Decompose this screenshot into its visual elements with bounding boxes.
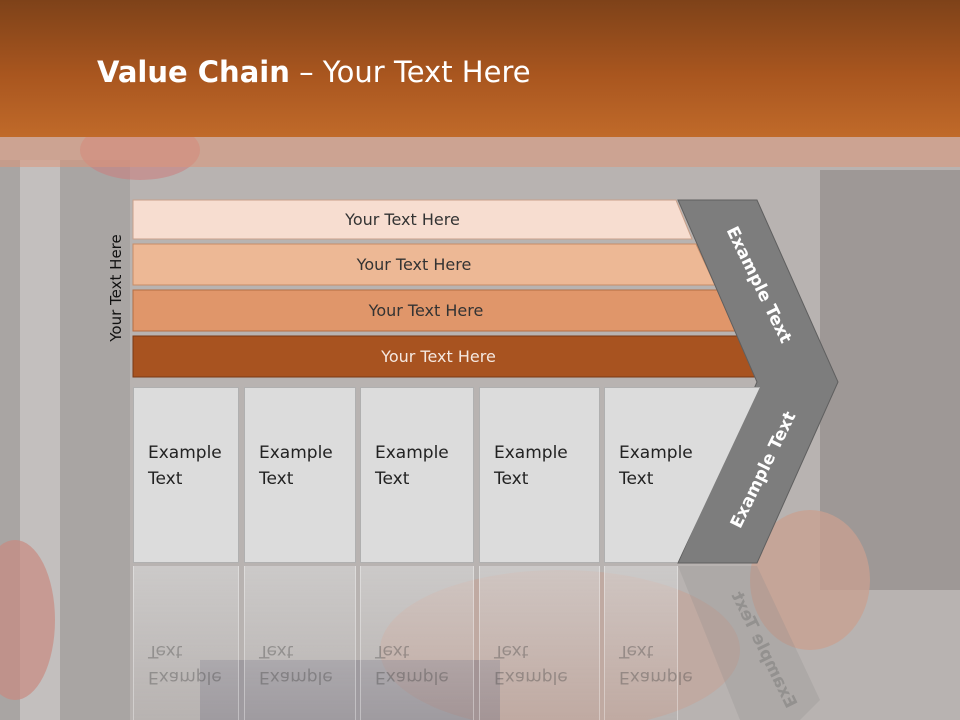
activity-box-4: Example Text [479, 387, 600, 563]
activity-box-3-text: Example Text [375, 443, 449, 489]
activity-box-2-reflection: Example Text [244, 566, 356, 720]
activity-box-5-text: Example Text [619, 443, 693, 489]
chevron-reflection [678, 566, 820, 720]
activity-box-3: Example Text [360, 387, 474, 563]
title-rest: – Your Text Here [289, 55, 531, 89]
bar-4-label: Your Text Here [381, 347, 496, 366]
activity-box-5-reflection-text: Example Text [619, 641, 693, 687]
bar-1-shape [132, 199, 693, 240]
bar-3: Your Text Here [133, 290, 739, 331]
activity-box-4-reflection: Example Text [479, 566, 600, 720]
activity-box-2-reflection-text: Example Text [259, 641, 333, 687]
activity-box-1-reflection-text: Example Text [148, 641, 222, 687]
header-accent-band [0, 137, 960, 167]
activity-box-4-text: Example Text [494, 443, 568, 489]
bar-3-label: Your Text Here [368, 301, 484, 320]
activity-box-5-reflection: Example Text [604, 566, 693, 720]
activity-box-3-reflection-text: Example Text [375, 641, 449, 687]
bar-2: Your Text Here [133, 244, 715, 285]
bar-2-label: Your Text Here [356, 255, 472, 274]
title-bold: Value Chain [97, 55, 290, 89]
bar-1-label: Your Text Here [345, 210, 460, 229]
activity-box-1-reflection: Example Text [133, 566, 239, 720]
activity-box-1: Example Text [133, 387, 239, 563]
slide-title: Value Chain – Your Text Here [97, 55, 531, 89]
bar-4: Your Text Here [133, 336, 764, 377]
header-band [0, 0, 960, 137]
activity-box-2-text: Example Text [259, 443, 333, 489]
bar-1: Your Text Here [133, 200, 692, 239]
activity-box-2: Example Text [244, 387, 356, 563]
activity-box-3-reflection: Example Text [360, 566, 474, 720]
activity-box-1-text: Example Text [148, 443, 222, 489]
activity-box-4-reflection-text: Example Text [494, 641, 568, 687]
